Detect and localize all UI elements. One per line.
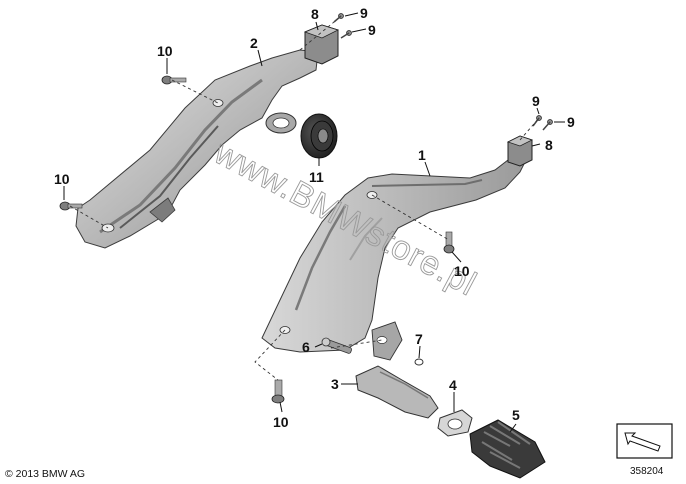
callout-11: 11 (309, 169, 324, 185)
callout-1: 1 (418, 147, 426, 163)
assembly-line (299, 21, 335, 51)
footpeg-bracket (355, 365, 439, 419)
assembly-line (254, 329, 286, 381)
bolt-10-bottom (271, 379, 285, 404)
leader-line (418, 345, 421, 359)
callout-8-lower: 8 (545, 137, 553, 153)
callout-9-b: 9 (368, 22, 376, 38)
callout-10-upper-left: 10 (157, 43, 173, 59)
bolt-10-upper-left (161, 75, 187, 85)
assembly-line (171, 79, 219, 104)
callout-6: 6 (302, 339, 310, 355)
rubber-mount-lower (506, 135, 534, 167)
rubber-mount-upper (303, 24, 340, 65)
leader-line (536, 107, 540, 115)
pin (321, 337, 352, 354)
bolt-10-right (443, 231, 455, 254)
callout-9-c: 9 (532, 93, 540, 109)
leader-line (279, 401, 283, 413)
callout-7: 7 (415, 331, 423, 347)
rubber-damper (300, 113, 338, 159)
spring-clip (437, 409, 473, 437)
screw-9-a (333, 13, 344, 23)
leader-line (531, 143, 541, 147)
callout-10-left: 10 (54, 171, 70, 187)
bolt-10-left (59, 201, 83, 211)
leader-line (257, 49, 263, 67)
screw-9-c (532, 115, 542, 127)
screw-9-d (542, 119, 553, 131)
assembly-line (330, 339, 383, 349)
callout-10-right: 10 (454, 263, 470, 279)
left-footrest-bracket (75, 49, 319, 249)
footrest-carrier (261, 149, 529, 361)
screw-9-b (340, 30, 352, 39)
leader-line (451, 251, 462, 263)
assembly-line (69, 205, 109, 229)
copyright-text: © 2013 BMW AG (5, 468, 85, 480)
leader-line (344, 12, 359, 17)
leader-line (315, 21, 319, 31)
callout-10-bottom: 10 (273, 414, 289, 430)
leader-line (351, 28, 367, 33)
diagram-number: 358204 (630, 466, 664, 477)
callout-9-d: 9 (567, 114, 575, 130)
leader-line (424, 161, 431, 177)
assembly-line (371, 194, 450, 241)
navigation-arrow-icon (616, 423, 673, 459)
callout-5: 5 (512, 407, 520, 423)
callout-9-a: 9 (360, 5, 368, 21)
callout-3: 3 (331, 376, 339, 392)
callout-8-upper: 8 (311, 6, 319, 22)
leader-line (509, 423, 517, 433)
footrest-rubber (469, 419, 546, 479)
callout-4: 4 (449, 377, 457, 393)
assembly-line (519, 117, 540, 141)
callout-2: 2 (250, 35, 258, 51)
leader-line (314, 343, 323, 348)
clip-ring (414, 358, 424, 366)
